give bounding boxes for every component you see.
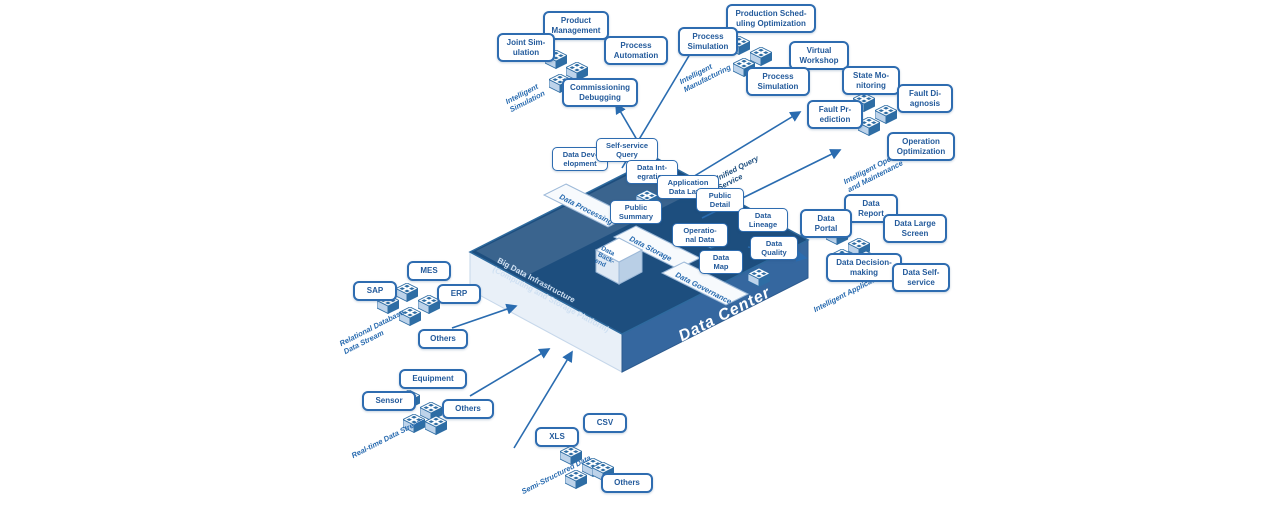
node-others-relational: Others	[418, 329, 468, 349]
callout-data-quality: Data Quality	[750, 236, 798, 260]
node-process-simulation-a: Process Simulation	[678, 27, 738, 57]
flow-arrow-semistructured	[513, 350, 573, 449]
node-sensor: Sensor	[362, 391, 416, 411]
node-others-realtime: Others	[442, 399, 494, 419]
node-data-large-screen: Data Large Screen	[883, 214, 947, 244]
data-backend-cube	[594, 237, 644, 285]
node-sap: SAP	[353, 281, 397, 301]
shelf-data-governance	[660, 261, 750, 306]
node-others-semistructured: Others	[601, 473, 653, 493]
callout-self-service-query: Self-service Query	[596, 138, 658, 162]
flow-arrow-relational	[451, 303, 518, 329]
node-data-portal: Data Portal	[800, 209, 852, 239]
callout-public-summary: Public Summary	[610, 200, 662, 224]
node-commissioning-debugging: Commissioning Debugging	[562, 78, 638, 108]
callout-data-map: Data Map	[699, 250, 743, 274]
node-joint-simulation: Joint Sim- ulation	[497, 33, 555, 63]
node-mes: MES	[407, 261, 451, 281]
callout-data-lineage: Data Lineage	[738, 208, 788, 232]
cube-icon	[875, 105, 897, 124]
node-state-monitoring: State Mo- nitoring	[842, 66, 900, 96]
node-erp: ERP	[437, 284, 481, 304]
node-operation-optimization: Operation Optimization	[887, 132, 955, 162]
callout-operational-data: Operatio- nal Data	[672, 223, 728, 247]
node-process-automation: Process Automation	[604, 36, 668, 66]
node-csv: CSV	[583, 413, 627, 433]
node-data-self-service: Data Self- service	[892, 263, 950, 293]
cube-icon	[396, 283, 418, 302]
node-production-scheduling-optimization: Production Sched- uling Optimization	[726, 4, 816, 34]
node-fault-prediction: Fault Pr- ediction	[807, 100, 863, 130]
shelf-data-processing	[542, 183, 632, 228]
node-data-decision-making: Data Decision- making	[826, 253, 902, 283]
node-xls: XLS	[535, 427, 579, 447]
node-process-simulation-b: Process Simulation	[746, 67, 810, 97]
node-virtual-workshop: Virtual Workshop	[789, 41, 849, 71]
callout-public-detail: Public Detail	[696, 188, 744, 212]
node-equipment: Equipment	[399, 369, 467, 389]
flow-arrow-realtime	[469, 348, 551, 397]
node-fault-diagnosis: Fault Di- agnosis	[897, 84, 953, 114]
